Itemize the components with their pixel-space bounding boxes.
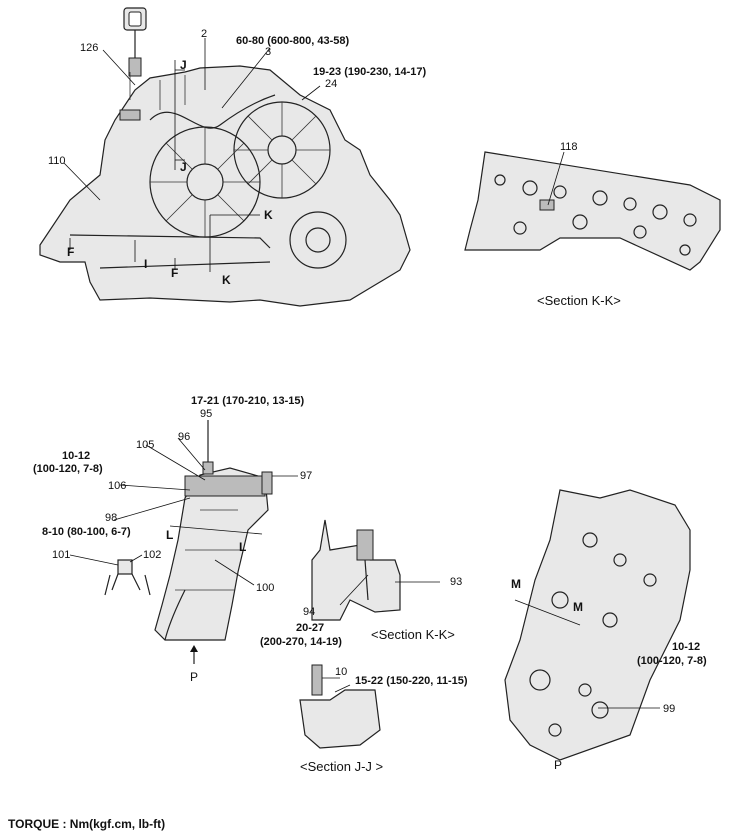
label-95: 95 — [200, 408, 213, 420]
section-mark-m-mid: M — [573, 600, 583, 614]
label-126: 126 — [80, 42, 99, 54]
label-94: 94 — [303, 606, 316, 618]
torque-17-21: 17-21 (170-210, 13-15) — [191, 395, 305, 407]
section-kk-top-caption: <Section K-K> — [537, 293, 621, 308]
torque-10-12-left-line2: (100-120, 7-8) — [33, 463, 103, 475]
label-101: 101 — [52, 549, 71, 561]
torque-20-27-line1: 20-27 — [296, 622, 325, 634]
section-mark-i: I — [144, 257, 148, 271]
label-96: 96 — [178, 431, 191, 443]
label-105: 105 — [136, 439, 155, 451]
section-mark-l-right: L — [239, 540, 247, 554]
view-mark-p-left: P — [190, 670, 199, 684]
section-mark-m-top: M — [511, 577, 521, 591]
section-kk-middle — [311, 519, 440, 621]
label-93: 93 — [450, 576, 463, 588]
label-99: 99 — [663, 703, 676, 715]
valve-body-top-right — [464, 151, 721, 271]
label-110: 110 — [48, 155, 66, 167]
label-10: 10 — [335, 666, 348, 678]
torque-19-23: 19-23 (190-230, 14-17) — [313, 66, 427, 78]
torque-unit-note: TORQUE : Nm(kgf.cm, lb-ft) — [8, 817, 166, 831]
label-118: 118 — [560, 141, 578, 153]
torque-20-27-line2: (200-270, 14-19) — [260, 636, 342, 648]
torque-60-80: 60-80 (600-800, 43-58) — [236, 35, 350, 47]
section-mark-k-bottom: K — [222, 273, 231, 287]
section-jj-caption: <Section J-J > — [300, 759, 384, 774]
section-jj — [299, 664, 381, 749]
section-mark-l-left: L — [166, 528, 174, 542]
leaders-top — [63, 38, 321, 272]
label-2: 2 — [201, 28, 208, 40]
view-mark-p-right: P — [554, 758, 563, 772]
torque-10-12-right-line2: (100-120, 7-8) — [637, 655, 707, 667]
label-102: 102 — [143, 549, 162, 561]
section-mark-j-bottom: J — [180, 160, 187, 174]
section-mark-f-left: F — [67, 245, 75, 259]
torque-15-22: 15-22 (150-220, 11-15) — [355, 675, 468, 687]
section-mark-k-top: K — [264, 208, 273, 222]
oil-pump-assembly — [69, 420, 298, 664]
torque-10-12-left-line1: 10-12 — [62, 450, 91, 462]
section-mark-j-top: J — [180, 58, 187, 72]
section-mark-f-mid: F — [171, 266, 179, 280]
label-106: 106 — [108, 480, 127, 492]
valve-body-bottom-right — [504, 489, 691, 761]
label-97: 97 — [300, 470, 313, 482]
label-100: 100 — [256, 582, 275, 594]
torque-10-12-right-line1: 10-12 — [672, 641, 701, 653]
label-24: 24 — [325, 78, 338, 90]
torque-8-10: 8-10 (80-100, 6-7) — [42, 526, 131, 538]
transaxle-housing — [39, 7, 411, 307]
section-kk-middle-caption: <Section K-K> — [371, 627, 455, 642]
label-3: 3 — [265, 46, 272, 58]
label-98: 98 — [105, 512, 118, 524]
